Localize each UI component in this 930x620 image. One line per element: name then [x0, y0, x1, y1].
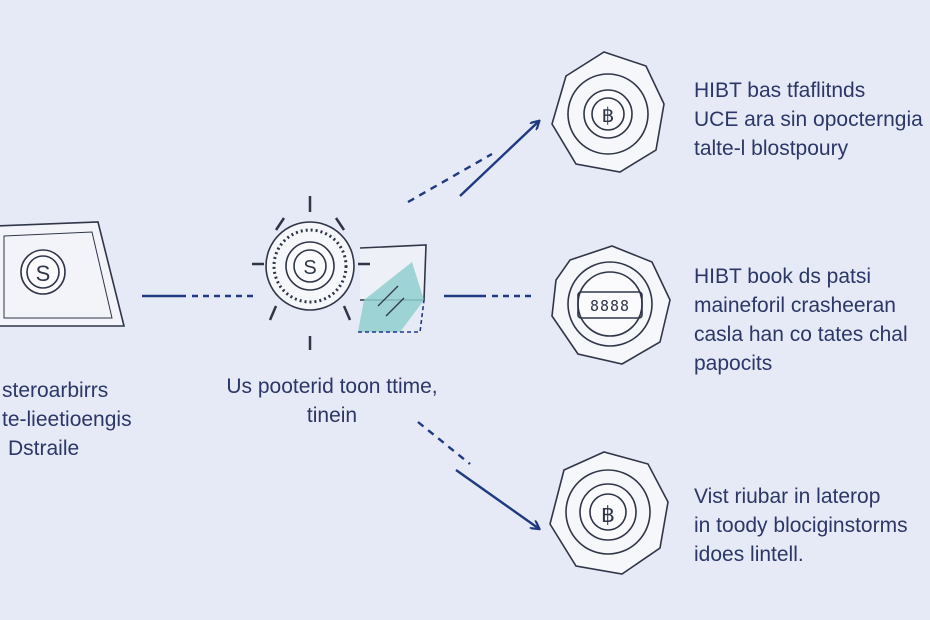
hub-caption-line: Us pooterid toon ttime, — [226, 375, 438, 398]
output-caption-line: Vist riubar in laterop — [694, 485, 881, 508]
output-3-caption: Vist riubar in laterop in toody blocigin… — [694, 482, 908, 569]
output-2-coin: 8888 — [551, 245, 671, 365]
output-caption-line: maineforil crasheeran — [694, 294, 896, 317]
output-caption-line: HIBT bas tfaflitnds — [694, 79, 866, 102]
gear-coin-icon: S — [252, 196, 427, 350]
source-caption-line: Dstraile — [8, 437, 80, 460]
output-caption-line: papocits — [694, 352, 773, 375]
hub-caption: Us pooterid toon ttime, tinein — [218, 372, 446, 430]
output-caption-line: talte-l blostpoury — [694, 137, 849, 160]
output-caption-line: in toody blociginstorms — [694, 514, 908, 537]
output-caption-line: HIBT book ds patsi — [694, 265, 872, 288]
counter-coin-icon: 8888 — [590, 297, 630, 315]
output-caption-line: UCE ara sin opocterngia — [694, 108, 923, 131]
svg-text:S: S — [36, 261, 51, 286]
source-caption: steroarbirrs te-lieetioengis Dstraile — [2, 376, 132, 463]
output-2-caption: HIBT book ds patsi maineforil crasheeran… — [694, 262, 908, 378]
document-coin-icon: S — [0, 221, 126, 327]
output-1-coin: ฿ — [551, 51, 665, 173]
output-caption-line: casla han co tates chal — [694, 323, 908, 346]
source-caption-line: steroarbirrs — [2, 379, 109, 402]
output-3-coin: ฿ — [549, 451, 669, 575]
output-caption-line: idoes lintell. — [694, 543, 804, 566]
bitcoin-coin-icon: ฿ — [601, 503, 615, 528]
arrow-to-output-3 — [417, 421, 538, 528]
source-caption-line: te-lieetioengis — [2, 408, 132, 431]
bitcoin-coin-icon: ฿ — [602, 103, 615, 127]
output-1-caption: HIBT bas tfaflitnds UCE ara sin opoctern… — [694, 76, 923, 163]
arrow-to-output-1 — [407, 122, 538, 204]
svg-text:S: S — [303, 257, 316, 279]
hub-caption-line: tinein — [306, 404, 358, 427]
